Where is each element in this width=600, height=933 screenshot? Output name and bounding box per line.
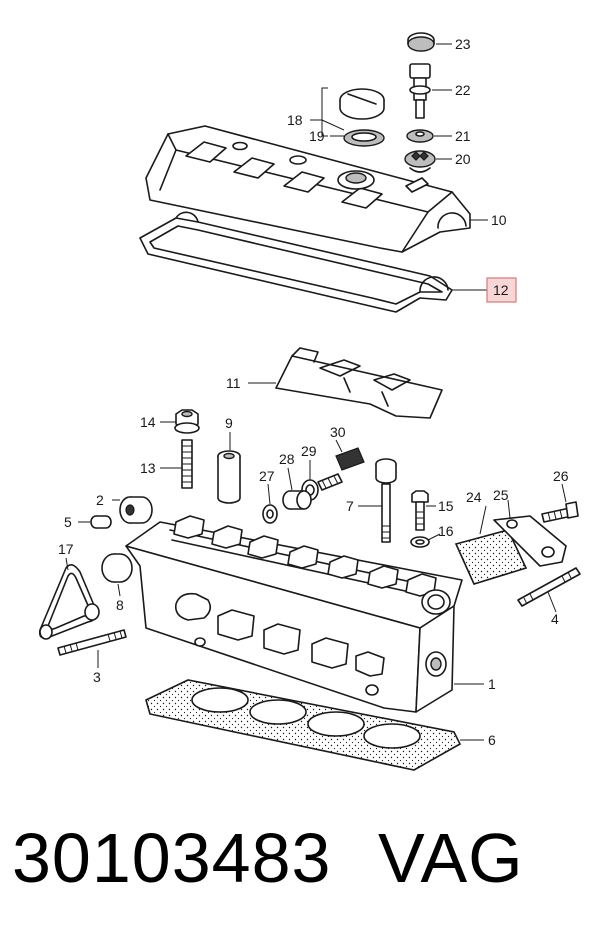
callout-18: 18 <box>287 112 303 128</box>
part-cylinder-head-1 <box>125 515 463 713</box>
part-head-bolt-7 <box>375 458 397 543</box>
callout-7: 7 <box>346 498 354 514</box>
callout-26: 26 <box>553 468 569 484</box>
part-plate-24 <box>454 529 528 585</box>
callout-labels: 23 22 18 19 21 20 10 12 11 14 9 30 29 28… <box>58 36 569 748</box>
part-bracket-17 <box>38 564 100 640</box>
callout-17: 17 <box>58 541 74 557</box>
part-lifter-9 <box>217 450 241 504</box>
part-cap-23 <box>407 32 435 52</box>
callout-13: 13 <box>140 460 156 476</box>
callout-15: 15 <box>438 498 454 514</box>
callout-28: 28 <box>279 451 295 467</box>
callout-12-highlight <box>486 277 517 303</box>
callout-11: 11 <box>226 375 241 391</box>
part-bolt-22 <box>409 63 431 119</box>
part-stud-13 <box>181 439 193 489</box>
part-seal-29 <box>301 479 319 501</box>
part-washer-21 <box>406 129 434 143</box>
callout-5: 5 <box>64 514 72 530</box>
callout-27: 27 <box>259 468 275 484</box>
part-stud-4 <box>517 567 581 607</box>
part-bolt-26 <box>541 501 579 523</box>
part-washer-16 <box>410 536 430 548</box>
callout-6: 6 <box>488 732 496 748</box>
part-valve-cover-10 <box>145 125 471 253</box>
callout-14: 14 <box>140 414 156 430</box>
part-nut-14 <box>174 409 200 434</box>
part-baffle-11 <box>275 347 443 419</box>
brand-name: VAG <box>378 819 524 897</box>
part-plug-8 <box>101 553 133 583</box>
part-grommet-20 <box>404 150 436 173</box>
part-washer-27 <box>262 504 278 524</box>
callout-12: 12 <box>493 282 509 298</box>
callout-25: 25 <box>493 487 509 503</box>
exploded-parts-diagram: 23 22 18 19 21 20 10 12 11 14 9 30 29 28… <box>38 32 581 771</box>
callout-4: 4 <box>551 611 559 627</box>
part-bolt-15 <box>411 490 429 531</box>
callout-3: 3 <box>93 669 101 685</box>
callout-21: 21 <box>455 128 471 144</box>
callout-24: 24 <box>466 489 482 505</box>
part-pin-5 <box>90 515 112 529</box>
callout-8: 8 <box>116 597 124 613</box>
bracket-18 <box>310 87 328 137</box>
callout-20: 20 <box>455 151 471 167</box>
callout-9: 9 <box>225 415 233 431</box>
leader-lines <box>65 43 567 741</box>
callout-2: 2 <box>96 492 104 508</box>
callout-22: 22 <box>455 82 471 98</box>
part-filler-cap-18 <box>339 88 385 120</box>
part-number: 30103483 <box>12 819 332 897</box>
part-sensor-30 <box>317 447 365 491</box>
callout-10: 10 <box>491 212 507 228</box>
part-stud-3 <box>57 629 127 656</box>
part-seal-28 <box>282 490 312 510</box>
part-bearing-2 <box>119 496 153 524</box>
part-head-gasket-6 <box>145 679 462 771</box>
part-bracket-25 <box>493 515 567 567</box>
callout-29: 29 <box>301 443 317 459</box>
callout-1: 1 <box>488 676 496 692</box>
callout-30: 30 <box>330 424 346 440</box>
callout-23: 23 <box>455 36 471 52</box>
part-seal-19 <box>343 129 385 147</box>
callout-19: 19 <box>309 128 325 144</box>
callout-16: 16 <box>438 523 454 539</box>
part-gasket-12 <box>139 211 453 313</box>
